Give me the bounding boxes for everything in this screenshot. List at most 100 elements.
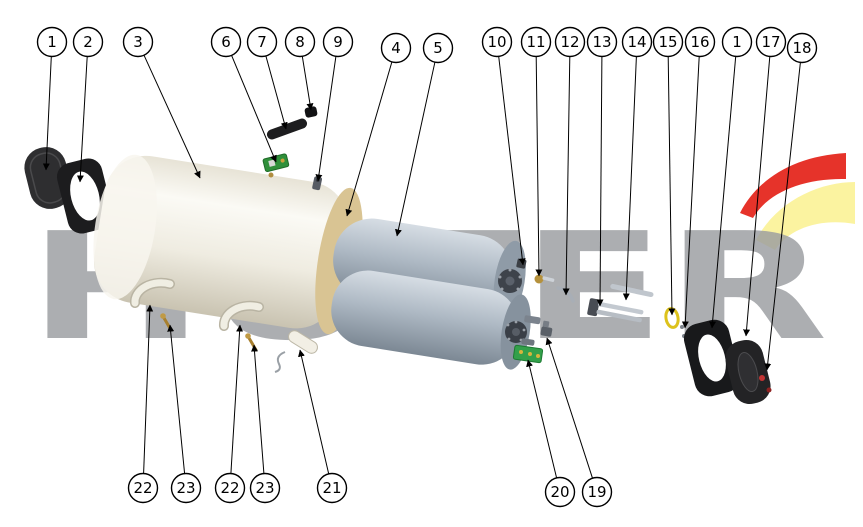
callout-number: 22 bbox=[133, 479, 152, 497]
part-control-board bbox=[262, 153, 290, 173]
callout-5: 5 bbox=[394, 32, 454, 237]
callout-13: 13 bbox=[586, 26, 618, 307]
callout-leader-arrow bbox=[42, 56, 52, 171]
callout-circle bbox=[170, 472, 202, 504]
callout-number: 3 bbox=[133, 33, 143, 51]
callout-7: 7 bbox=[246, 26, 288, 130]
callout-leader-arrow bbox=[743, 56, 771, 337]
callout-number: 6 bbox=[221, 33, 231, 51]
callout-leader-arrow bbox=[345, 61, 393, 217]
callout-19: 19 bbox=[545, 337, 613, 508]
callout-number: 15 bbox=[658, 33, 677, 51]
callout-number: 10 bbox=[487, 33, 506, 51]
callout-11: 11 bbox=[520, 26, 552, 277]
part-wall-bracket-1 bbox=[129, 277, 175, 308]
callout-leader-arrow bbox=[298, 349, 330, 475]
callout-circle bbox=[755, 26, 787, 58]
callout-circle bbox=[214, 472, 246, 504]
callout-number: 8 bbox=[295, 33, 305, 51]
callout-circle bbox=[249, 472, 281, 504]
callout-circle bbox=[652, 26, 684, 58]
part-board-screw bbox=[268, 172, 274, 178]
callout-number: 1 bbox=[732, 33, 742, 51]
callout-leader-arrow bbox=[301, 56, 314, 111]
callout-23: 23 bbox=[249, 344, 281, 504]
callout-22: 22 bbox=[127, 304, 159, 504]
callout-8: 8 bbox=[284, 26, 316, 111]
callout-16: 16 bbox=[681, 26, 716, 329]
callout-number: 21 bbox=[322, 479, 341, 497]
callout-6: 6 bbox=[210, 26, 277, 163]
part-thermostat-cover bbox=[266, 118, 308, 140]
part-heating-element bbox=[587, 298, 644, 323]
callout-number: 20 bbox=[550, 483, 569, 501]
callout-leader-arrow bbox=[709, 56, 737, 329]
callout-circle bbox=[36, 26, 68, 58]
callout-circle bbox=[786, 32, 818, 64]
part-thermostat bbox=[540, 320, 553, 337]
callout-circle bbox=[122, 26, 154, 58]
callout-17: 17 bbox=[743, 26, 787, 337]
callout-circle bbox=[246, 26, 278, 58]
callout-circle bbox=[72, 26, 104, 58]
callout-20: 20 bbox=[526, 359, 576, 508]
callout-circle bbox=[316, 472, 348, 504]
part-rear-frame bbox=[683, 319, 741, 397]
callout-18: 18 bbox=[764, 32, 818, 371]
callout-leader-arrow bbox=[143, 54, 201, 179]
callout-leader-arrow bbox=[76, 56, 88, 183]
callout-leader-arrow bbox=[265, 55, 288, 130]
callout-number: 9 bbox=[333, 33, 343, 51]
part-anode-fitting bbox=[534, 274, 555, 284]
callout-14: 14 bbox=[621, 26, 653, 301]
callout-leader-arrow bbox=[143, 304, 154, 474]
callout-number: 13 bbox=[592, 33, 611, 51]
callout-circle bbox=[481, 26, 513, 58]
callout-12: 12 bbox=[554, 26, 586, 296]
callout-leader-arrow bbox=[545, 337, 593, 479]
callout-number: 18 bbox=[792, 39, 811, 57]
callout-leader-arrow bbox=[231, 55, 277, 163]
callout-circle bbox=[322, 26, 354, 58]
callout-leader-arrow bbox=[667, 56, 676, 316]
callout-4: 4 bbox=[345, 32, 412, 217]
callout-number: 16 bbox=[690, 33, 709, 51]
part-terminal-block bbox=[512, 344, 544, 364]
brand-logo bbox=[740, 153, 855, 250]
callout-circle bbox=[127, 472, 159, 504]
part-anode-rod bbox=[610, 283, 654, 298]
callout-number: 2 bbox=[83, 33, 93, 51]
callout-leader-arrow bbox=[394, 62, 436, 237]
part-rear-cover bbox=[725, 339, 771, 405]
callout-circle bbox=[586, 26, 618, 58]
part-tank-flanges bbox=[498, 268, 541, 346]
callout-leader-arrow bbox=[681, 56, 700, 329]
callout-circle bbox=[684, 26, 716, 58]
callout-number: 12 bbox=[560, 33, 579, 51]
callout-number: 11 bbox=[526, 33, 545, 51]
callout-23: 23 bbox=[167, 324, 202, 504]
part-wall-bracket-2 bbox=[218, 300, 264, 331]
callout-circle bbox=[210, 26, 242, 58]
callout-circle bbox=[581, 476, 613, 508]
callout-circle bbox=[621, 26, 653, 58]
callout-1: 1 bbox=[36, 26, 68, 171]
callout-leader-arrow bbox=[526, 359, 558, 479]
callout-22: 22 bbox=[214, 324, 246, 504]
callout-circle bbox=[380, 32, 412, 64]
callout-number: 5 bbox=[433, 39, 443, 57]
callout-circle bbox=[520, 26, 552, 58]
callout-leader-arrow bbox=[167, 324, 186, 474]
callout-number: 14 bbox=[627, 33, 646, 51]
callout-number: 23 bbox=[176, 479, 195, 497]
callout-15: 15 bbox=[652, 26, 684, 316]
callout-1: 1 bbox=[709, 26, 753, 329]
callout-number: 22 bbox=[220, 479, 239, 497]
part-power-cord-gland bbox=[274, 330, 318, 373]
part-terminal-small bbox=[516, 258, 527, 269]
callout-leader-arrow bbox=[230, 324, 244, 474]
callout-circle bbox=[544, 476, 576, 508]
